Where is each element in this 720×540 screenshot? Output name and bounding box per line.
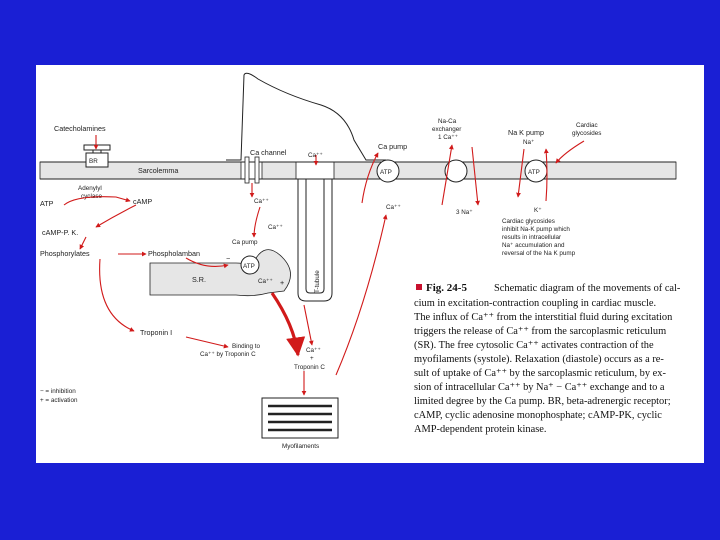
caption-line-10: cAMP, cyclic adenosine monophosphate; cA… [414,410,662,421]
ca-tc-label-1: Ca⁺⁺ [306,347,321,354]
na-ca-exchanger-circle [445,160,467,182]
cardiac-gly-label-1: Cardiac [576,122,598,129]
cardiac-gly-label-2: glycosides [572,130,601,137]
minus-sign: − [226,254,230,263]
phospholamban-label: Phospholamban [148,249,200,258]
atp-sr-label: ATP [243,263,255,270]
atp-pump-label: ATP [380,169,392,176]
k-plus-label: K⁺ [534,207,542,214]
na-plus-label: Na⁺ [523,139,534,146]
atp-left-label: ATP [40,199,54,208]
caption-fig-label: Fig. 24-5 [426,282,467,294]
troponin-i-label: Troponin I [140,328,172,337]
gly-note-5: reversal of the Na K pump [502,250,576,257]
na-k-pump-label: Na K pump [508,128,544,137]
na-ca-label-1: Na-Ca [438,118,457,125]
caption-line-2: cium in excitation-contraction coupling … [414,298,656,309]
sr-label: S.R. [192,275,206,284]
myofilaments-label: Myofilaments [282,443,319,450]
t-tubule: T-tubule [298,179,332,301]
na-ca-label-2: exchanger [432,126,461,133]
binding-label-1: Binding to [232,343,261,350]
calcium-movement-diagram: T-tubule ATP ATP BR Catecholamines Sarco… [36,65,704,463]
na-ca-label-3: 1 Ca⁺⁺ [438,134,458,141]
t-tubule-label: T-tubule [314,270,321,293]
ca-pump-sr-label: Ca pump [232,239,258,246]
legend-activation: + = activation [40,397,78,404]
phosphorylates-label: Phosphorylates [40,249,90,258]
ca-top-label: Ca⁺⁺ [308,152,323,159]
ca-sr-label: Ca⁺⁺ [268,224,283,231]
beta-receptor: BR [84,145,110,167]
camp-pk-label: cAMP-P. K. [42,228,78,237]
ca-sr2-label: Ca⁺⁺ [258,278,273,285]
gly-note-3: results in intracellular [502,234,561,241]
ca-channel-right [255,157,259,183]
ca-below-channel-label: Ca⁺⁺ [254,198,269,205]
adenylyl-label-1: Adenylyl [78,185,102,192]
action-potential-curve [226,73,386,160]
atp-nak-label: ATP [528,169,540,176]
plus-sign: + [280,278,284,287]
legend-square [416,284,422,290]
caption-line-6: myofilaments (systole). Relaxation (dias… [414,354,664,365]
gly-note-4: Na⁺ accumulation and [502,242,565,249]
caption-line-3: The influx of Ca⁺⁺ from the interstitial… [414,312,673,323]
br-label: BR [89,158,98,165]
gly-note-2: inhibit Na-K pump which [502,226,570,233]
caption-line-4: triggers the release of Ca⁺⁺ from the sa… [414,326,666,337]
camp-label: cAMP [133,197,152,206]
legend-inhibition: − = inhibition [40,388,76,395]
ca-channel-left [245,157,249,183]
catecholamines-label: Catecholamines [54,124,106,133]
caption-line-5: (SR). The free cytosolic Ca⁺⁺ activates … [414,340,654,351]
caption-line-9: limited degree by the Ca pump. BR, beta-… [414,396,671,407]
ca-below-pump-label: Ca⁺⁺ [386,204,401,211]
caption-line-1: Schematic diagram of the movements of ca… [494,283,681,294]
sarcolemma-label: Sarcolemma [138,166,178,175]
ca-tc-label-2: + [310,355,314,362]
caption-line-11: AMP-dependent protein kinase. [414,424,546,435]
caption-line-7: sult of uptake of Ca⁺⁺ by the sarcoplasm… [414,368,666,379]
caption-line-8: sion of intracellular Ca⁺⁺ by Na⁺ − Ca⁺⁺… [414,382,665,393]
myofilaments: Myofilaments [262,398,338,450]
binding-label-2: Ca⁺⁺ by Troponin C [200,351,256,358]
three-na-label: 3 Na⁺ [456,209,473,216]
ca-pump-top-label: Ca pump [378,142,407,151]
ca-channel-label: Ca channel [250,148,287,157]
sarcolemma-membrane [40,162,676,179]
ca-tc-label-3: Troponin C [294,364,325,371]
gly-note-1: Cardiac glycosides [502,218,555,225]
figure-panel: T-tubule ATP ATP BR Catecholamines Sarco… [36,65,704,463]
